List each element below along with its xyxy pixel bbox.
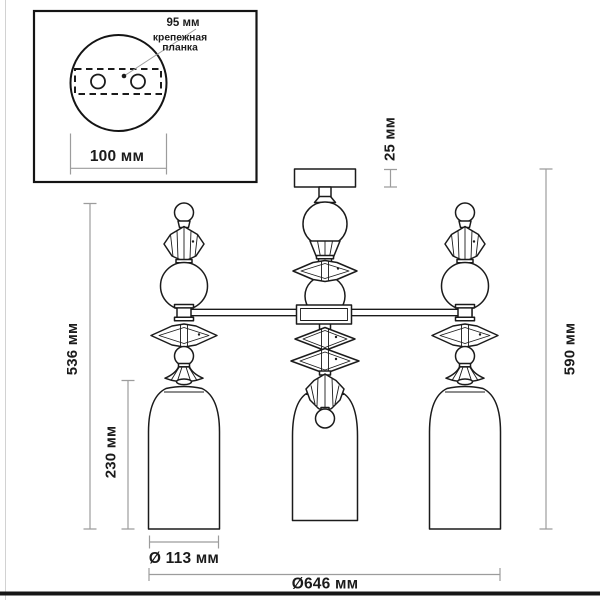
hole-spacing-label: 95 мм xyxy=(166,17,199,29)
ceiling-plate xyxy=(293,168,357,188)
dimension-label: 100 мм xyxy=(90,148,144,165)
dim-shade-height: 230 мм xyxy=(103,379,135,530)
dimension-label: 590 мм xyxy=(562,323,579,376)
center-sphere-top xyxy=(302,201,348,247)
dim-total-width: Ø646 мм xyxy=(148,568,501,593)
bowtie-accent-dot2 xyxy=(334,357,338,361)
dim-canopy-diameter: 100 мм xyxy=(69,133,168,175)
page-bottom-rule xyxy=(0,591,600,596)
dimension-label: Ø646 мм xyxy=(292,576,359,593)
bowtie1-inner xyxy=(302,328,348,350)
dimension-label: Ø 113 мм xyxy=(149,550,219,567)
bowtie-accent-dot xyxy=(334,335,338,339)
dimension-label: 536 мм xyxy=(64,323,81,376)
hub-inner-line xyxy=(300,308,348,321)
canopy-circle xyxy=(69,34,168,132)
bottom-ball xyxy=(314,408,336,429)
right-lamp xyxy=(428,202,502,530)
left-lamp xyxy=(147,202,221,530)
mounting-bracket xyxy=(74,68,162,95)
bracket-label-line2: планка xyxy=(162,43,198,54)
leader-line xyxy=(123,28,197,77)
bowtie-ornament-1 xyxy=(294,326,356,352)
center-column xyxy=(290,168,360,522)
dimension-line xyxy=(148,535,220,549)
chandelier-drawing xyxy=(147,168,502,530)
dimension-line xyxy=(83,202,97,530)
leader-dot xyxy=(121,73,127,79)
bowtie2-inner xyxy=(299,350,351,373)
cone-facet-lines xyxy=(317,240,333,258)
mount-detail-inset: 95 мм крепежная планка 100 мм xyxy=(32,9,258,184)
bowtie-ornament-2 xyxy=(290,347,360,375)
dim-total-height: 590 мм xyxy=(539,168,579,530)
dimension-line xyxy=(539,168,553,530)
mounting-hole-right xyxy=(130,73,146,90)
dimension-line xyxy=(148,568,501,581)
dimension-line xyxy=(69,133,168,175)
dim-body-height: 536 мм xyxy=(64,202,97,530)
dimension-line xyxy=(384,168,397,188)
dim-shade-diameter: Ø 113 мм xyxy=(148,535,220,567)
center-diamond-inner xyxy=(300,261,350,281)
center-diamond xyxy=(292,259,358,283)
mounting-hole-left xyxy=(90,73,106,90)
center-hub xyxy=(295,304,353,325)
drop-facet-lines xyxy=(310,374,340,412)
dimension-label: 25 мм xyxy=(382,117,399,161)
dim-canopy-height: 25 мм xyxy=(382,117,399,188)
bracket-label-line1: крепежная xyxy=(153,33,207,44)
dimension-label: 230 мм xyxy=(103,426,120,479)
diamond-accent-dot xyxy=(336,267,340,270)
dimension-line xyxy=(121,379,135,530)
